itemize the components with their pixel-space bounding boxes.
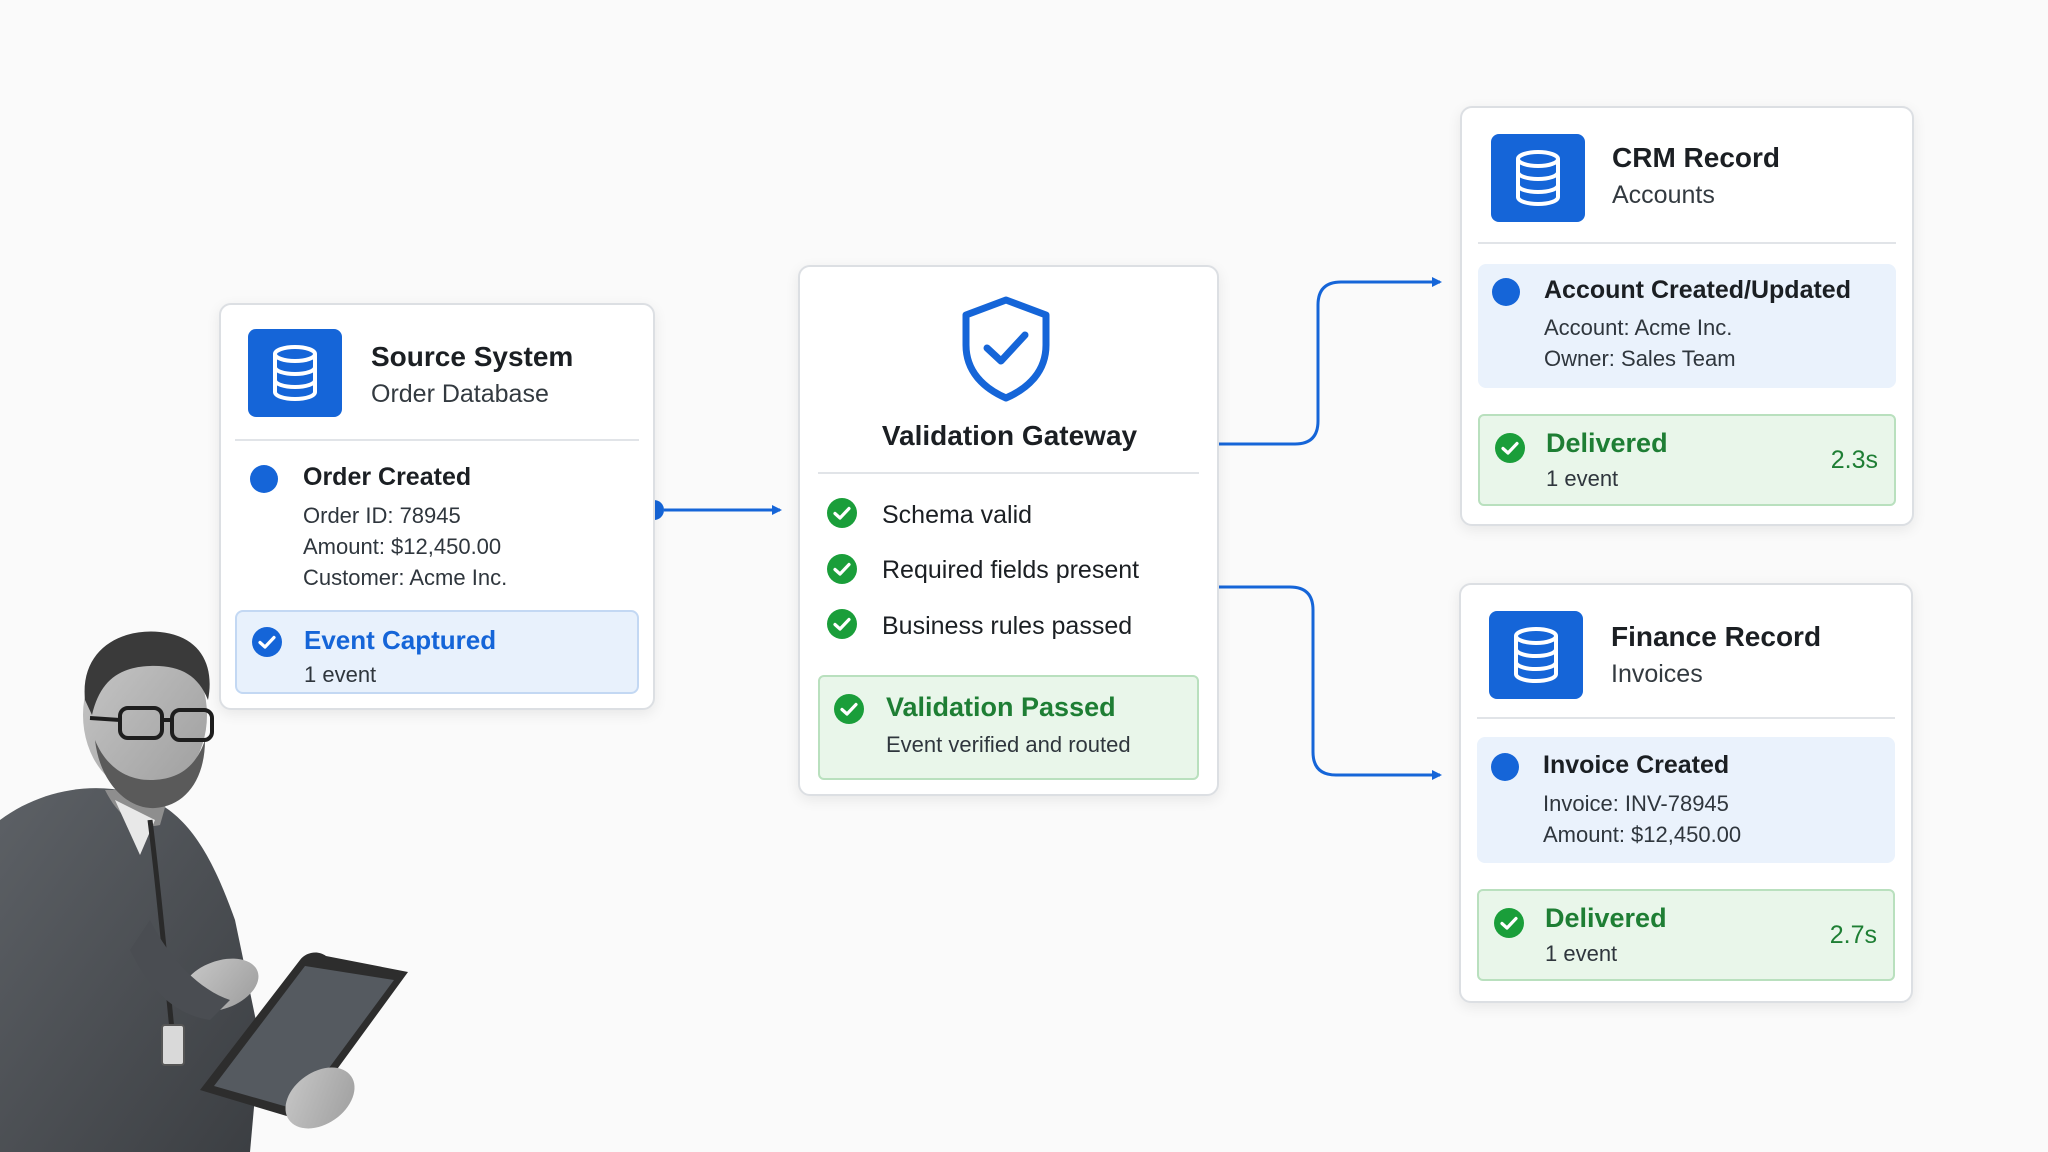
- validation-passed-detail: Event verified and routed: [886, 732, 1131, 757]
- source-title: Source System: [371, 341, 574, 372]
- event-dot: [250, 465, 278, 493]
- check-circle-icon: [827, 554, 857, 584]
- event-dot: [1491, 753, 1519, 781]
- check-circle-icon: [252, 627, 282, 657]
- event-captured-panel: Event Captured 1 event: [235, 610, 639, 694]
- person-with-tablet-illustration: [0, 631, 408, 1152]
- check-circle-icon: [827, 609, 857, 639]
- database-icon: [248, 329, 342, 417]
- crm-delivery-time: 2.3s: [1830, 446, 1878, 474]
- crm-event-title: Account Created/Updated: [1544, 276, 1851, 304]
- finance-event-panel: Invoice Created Invoice: INV-78945 Amoun…: [1477, 737, 1895, 863]
- shield-check-icon: [962, 296, 1050, 402]
- source-divider: [235, 439, 639, 441]
- finance-event-line: Amount: $12,450.00: [1543, 822, 1742, 847]
- crm-event-line: Owner: Sales Team: [1544, 346, 1736, 371]
- crm-event-panel: Account Created/Updated Account: Acme In…: [1478, 264, 1896, 388]
- source-event-line: Order ID: 78945: [303, 503, 461, 528]
- validation-gateway-card: Validation Gateway Schema valid Required…: [798, 265, 1219, 796]
- finance-delivery-time: 2.7s: [1829, 921, 1877, 949]
- event-dot: [1492, 278, 1520, 306]
- source-event-line: Amount: $12,450.00: [303, 534, 502, 559]
- source-event-line: Customer: Acme Inc.: [303, 565, 508, 590]
- database-icon: [1491, 134, 1585, 222]
- source-event-title: Order Created: [303, 463, 472, 491]
- crm-divider: [1478, 242, 1896, 244]
- crm-subtitle: Accounts: [1612, 181, 1715, 209]
- crm-record-card: CRM Record Accounts Account Created/Upda…: [1460, 106, 1914, 526]
- check-circle-icon: [1495, 433, 1525, 463]
- gateway-to-finance-arrow: [1219, 585, 1442, 780]
- event-captured-count: 1 event: [304, 662, 377, 687]
- check-circle-icon: [827, 498, 857, 528]
- check-circle-icon: [834, 694, 864, 724]
- finance-event-line: Invoice: INV-78945: [1543, 791, 1729, 816]
- gateway-to-crm-arrow: [1219, 277, 1442, 446]
- database-icon: [1489, 611, 1583, 699]
- source-system-card: Source System Order Database Order Creat…: [219, 303, 655, 710]
- validation-passed-label: Validation Passed: [886, 692, 1116, 722]
- finance-record-card: Finance Record Invoices Invoice Created …: [1459, 583, 1913, 1003]
- event-captured-label: Event Captured: [304, 625, 497, 655]
- finance-subtitle: Invoices: [1611, 660, 1703, 688]
- finance-event-title: Invoice Created: [1543, 751, 1730, 779]
- validation-passed-panel: Validation Passed Event verified and rou…: [818, 675, 1199, 780]
- gateway-divider: [818, 472, 1199, 474]
- crm-delivered-panel: Delivered 1 event 2.3s: [1478, 414, 1896, 506]
- check-item: Required fields present: [882, 556, 1140, 584]
- finance-divider: [1477, 717, 1895, 719]
- finance-title: Finance Record: [1611, 621, 1822, 652]
- finance-delivered-count: 1 event: [1545, 941, 1618, 966]
- crm-title: CRM Record: [1612, 142, 1781, 173]
- crm-delivered-label: Delivered: [1546, 428, 1668, 458]
- gateway-title: Validation Gateway: [881, 420, 1138, 451]
- finance-delivered-panel: Delivered 1 event 2.7s: [1477, 889, 1895, 981]
- crm-event-line: Account: Acme Inc.: [1544, 315, 1733, 340]
- crm-delivered-count: 1 event: [1546, 466, 1619, 491]
- check-item: Schema valid: [882, 501, 1033, 529]
- check-circle-icon: [1494, 908, 1524, 938]
- finance-delivered-label: Delivered: [1545, 903, 1667, 933]
- check-item: Business rules passed: [882, 612, 1133, 640]
- source-subtitle: Order Database: [371, 380, 549, 408]
